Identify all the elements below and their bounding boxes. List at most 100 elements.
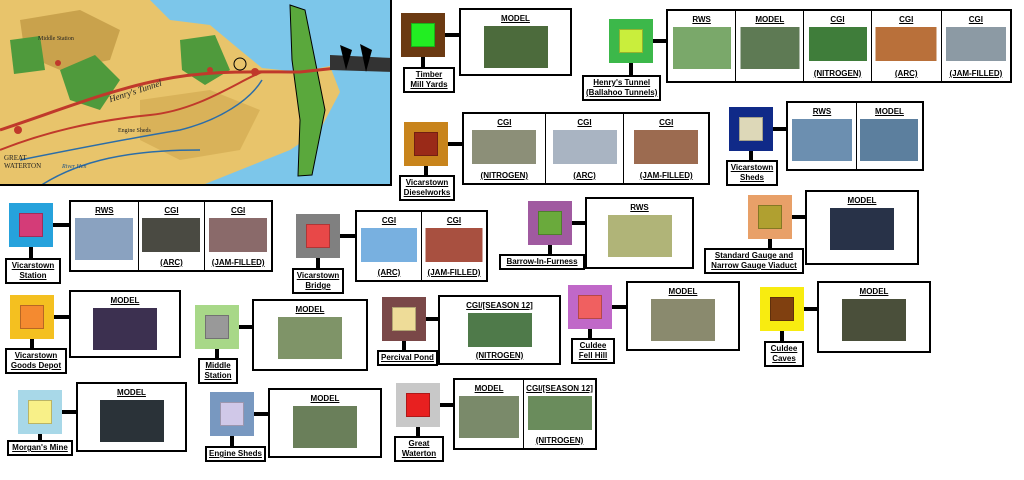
media-entry[interactable]: CGI(NITROGEN) <box>803 11 870 81</box>
media-entry[interactable]: CGI(JAM-FILLED) <box>421 212 486 280</box>
location-color-inner <box>414 132 438 156</box>
location-color-inner <box>411 23 435 47</box>
connector-stem <box>780 331 784 341</box>
location-color-square <box>396 383 440 427</box>
location-name-line: Vicarstown <box>11 261 55 270</box>
connector-stem <box>230 436 234 446</box>
location-color-inner <box>19 213 43 237</box>
media-entry[interactable]: MODEL <box>855 103 922 169</box>
location-media-panel: MODEL <box>805 190 919 265</box>
connector-link <box>254 412 268 416</box>
connector-link <box>53 223 69 227</box>
media-entry[interactable]: CGI(NITROGEN) <box>464 114 545 183</box>
location-name-line: Bridge <box>305 281 331 290</box>
location-name-line: Dieselworks <box>403 188 451 197</box>
map-label-engine-sheds: Engine Sheds <box>118 128 151 134</box>
location-color-inner <box>392 307 416 331</box>
location-color-square <box>18 390 62 434</box>
media-thumbnail <box>860 119 919 161</box>
location-name-label[interactable]: Engine Sheds <box>205 446 266 462</box>
media-version-label: CGI <box>968 15 984 24</box>
location-name-label[interactable]: Henry's Tunnel(Ballahoo Tunnels) <box>582 75 662 101</box>
media-entry[interactable]: MODEL <box>819 283 929 351</box>
media-entry[interactable]: MODEL <box>461 10 570 74</box>
map-label-great-waterton: GREAT WATERTON <box>4 154 42 170</box>
location-color-square <box>401 13 445 57</box>
media-version-label: CGI <box>497 118 512 127</box>
media-entry[interactable]: MODEL <box>71 292 179 356</box>
media-entry[interactable]: MODEL <box>628 283 738 349</box>
media-version-label: CGI/[SEASON 12] <box>466 301 533 310</box>
location-name-line: Culdee <box>579 341 607 350</box>
media-entry[interactable]: CGI(JAM-FILLED) <box>204 202 271 270</box>
media-version-label: CGI/[SEASON 12] <box>526 384 593 393</box>
connector-stem <box>215 349 219 358</box>
connector-link <box>792 215 805 219</box>
connector-stem <box>749 151 753 160</box>
location-name-line: Culdee <box>770 344 798 353</box>
location-name-line: Timber <box>415 70 443 79</box>
media-entry[interactable]: CGI(ARC) <box>137 202 205 270</box>
media-variant-label: (JAM-FILLED) <box>427 268 481 277</box>
media-entry[interactable]: RWS <box>668 11 735 81</box>
connector-link <box>440 403 453 407</box>
media-entry[interactable]: CGI/[SEASON 12](NITROGEN) <box>440 297 559 363</box>
media-entry[interactable]: RWS <box>587 199 692 267</box>
media-entry[interactable]: CGI(JAM-FILLED) <box>940 11 1010 81</box>
media-entry[interactable]: CGI(ARC) <box>544 114 624 183</box>
media-thumbnail <box>945 27 1006 61</box>
media-thumbnail <box>459 396 520 438</box>
connector-link <box>653 39 666 43</box>
media-entry[interactable]: CGI(JAM-FILLED) <box>623 114 708 183</box>
location-media-panel: MODEL <box>459 8 572 76</box>
media-entry[interactable]: MODEL <box>270 390 380 456</box>
location-name-label[interactable]: Barrow-In-Furness <box>499 254 585 270</box>
media-thumbnail <box>278 317 342 359</box>
media-thumbnail <box>293 406 357 448</box>
media-entry[interactable]: RWS <box>788 103 856 169</box>
location-name-line: Great <box>408 439 430 448</box>
connector-stem <box>629 63 633 75</box>
media-entry[interactable]: CGI(ARC) <box>357 212 421 280</box>
media-variant-label: (ARC) <box>160 258 183 267</box>
media-thumbnail <box>672 27 731 69</box>
location-color-square <box>528 201 572 245</box>
connector-stem <box>38 434 42 440</box>
location-color-inner <box>578 295 602 319</box>
location-name-label[interactable]: Morgan's Mine <box>7 440 73 456</box>
media-thumbnail <box>93 308 157 350</box>
location-color-inner <box>306 224 330 248</box>
connector-link <box>340 234 355 238</box>
media-entry[interactable]: MODEL <box>254 301 366 369</box>
media-version-label: MODEL <box>668 287 698 296</box>
media-version-label: MODEL <box>755 15 785 24</box>
media-entry[interactable]: CGI/[SEASON 12](NITROGEN) <box>523 380 595 448</box>
media-entry[interactable]: MODEL <box>735 11 803 81</box>
location-name-label[interactable]: Percival Pond <box>377 350 438 366</box>
location-media-panel: CGI/[SEASON 12](NITROGEN) <box>438 295 561 365</box>
media-version-label: MODEL <box>117 388 146 397</box>
media-entry[interactable]: MODEL <box>807 192 917 263</box>
media-entry[interactable]: RWS <box>71 202 138 270</box>
media-version-label: RWS <box>692 15 711 24</box>
connector-link <box>448 142 462 146</box>
location-name-line: Mill Yards <box>410 80 448 89</box>
media-version-label: CGI <box>830 15 845 24</box>
map-label-river-hen: River Hen <box>62 164 87 170</box>
media-entry[interactable]: CGI(ARC) <box>870 11 941 81</box>
connector-stem <box>421 57 425 67</box>
location-name-line: Narrow Gauge Viaduct <box>711 261 797 270</box>
media-entry[interactable]: MODEL <box>455 380 523 448</box>
media-entry[interactable]: MODEL <box>78 384 185 450</box>
